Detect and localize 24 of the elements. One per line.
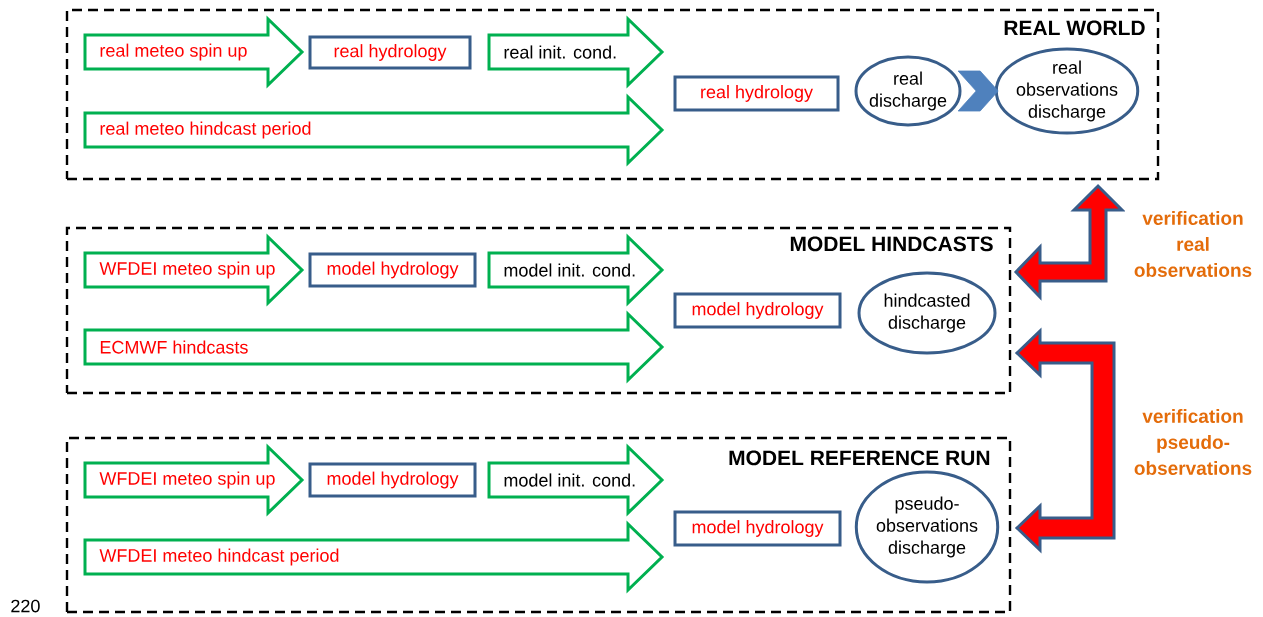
process-box: model hydrology xyxy=(673,292,842,329)
flow-box: ECMWF hindcasts xyxy=(83,310,665,384)
panel-title: MODEL HINDCASTS xyxy=(790,236,993,252)
flow-box: WFDEI meteo spin up xyxy=(83,233,305,307)
process-box: real hydrology xyxy=(308,35,472,70)
flow-box: WFDEI meteo hindcast period xyxy=(83,520,665,594)
panel-title: MODEL REFERENCE RUN xyxy=(729,450,990,466)
flow-box: model init. cond. xyxy=(487,233,665,307)
edge-label: verification real observations xyxy=(1125,209,1261,279)
flow-box: WFDEI meteo spin up xyxy=(83,443,305,517)
process-box: model hydrology xyxy=(308,462,477,498)
flow-box: real init. cond. xyxy=(487,15,665,89)
bent-arrow xyxy=(1013,183,1126,301)
flow-box: model init. cond. xyxy=(487,443,665,517)
process-box: model hydrology xyxy=(673,510,842,547)
panel-title: REAL WORLD xyxy=(1004,20,1145,36)
flow-box: real meteo hindcast period xyxy=(83,93,665,167)
bent-arrow xyxy=(1014,327,1116,554)
chevron-arrow xyxy=(957,70,999,112)
process-box: model hydrology xyxy=(308,252,477,288)
page-number: 220 xyxy=(11,599,40,613)
edge-label: verification pseudo-observations xyxy=(1125,407,1261,477)
process-box: real hydrology xyxy=(673,75,840,112)
flow-box: real meteo spin up xyxy=(83,15,305,89)
